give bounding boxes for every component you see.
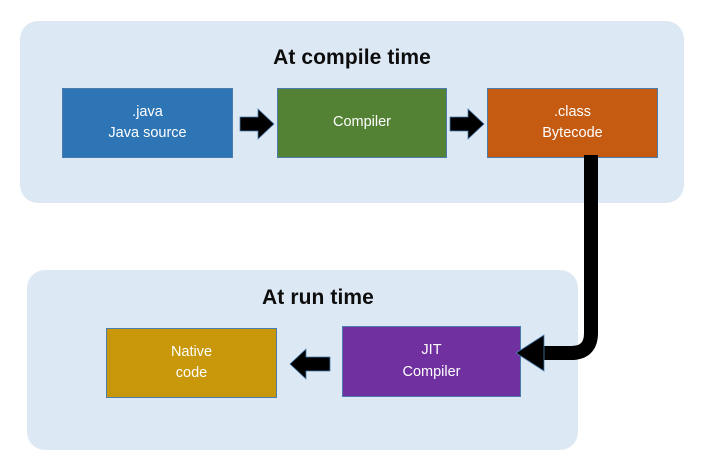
node-jit-compiler-line1: JIT [421,342,442,359]
arrow-right-icon-compiler-to-bytecode [449,108,485,140]
node-native-code: Native code [106,328,277,398]
arrow-left-icon-jit-to-native [289,348,331,380]
node-class-bytecode-line1: .class [553,103,592,120]
node-native-code-line2: code [175,365,208,381]
node-compiler: Compiler [277,88,447,158]
node-native-code-line1: Native [170,343,213,360]
node-jit-compiler: JIT Compiler [342,326,521,397]
arrow-elbow-icon-bytecode-to-jit [515,155,598,372]
panel-run-time-title: At run time [262,286,374,309]
panel-compile-time-title: At compile time [273,46,431,69]
node-java-source: .java Java source [62,88,233,158]
node-java-source-line2: Java source [108,125,187,141]
arrow-right-icon-source-to-compiler [239,108,275,140]
node-class-bytecode: .class Bytecode [487,88,658,158]
node-class-bytecode-line2: Bytecode [542,125,603,141]
node-java-source-line1: .java [132,103,163,120]
node-jit-compiler-line2: Compiler [402,363,461,380]
node-compiler-line1: Compiler [332,114,391,131]
